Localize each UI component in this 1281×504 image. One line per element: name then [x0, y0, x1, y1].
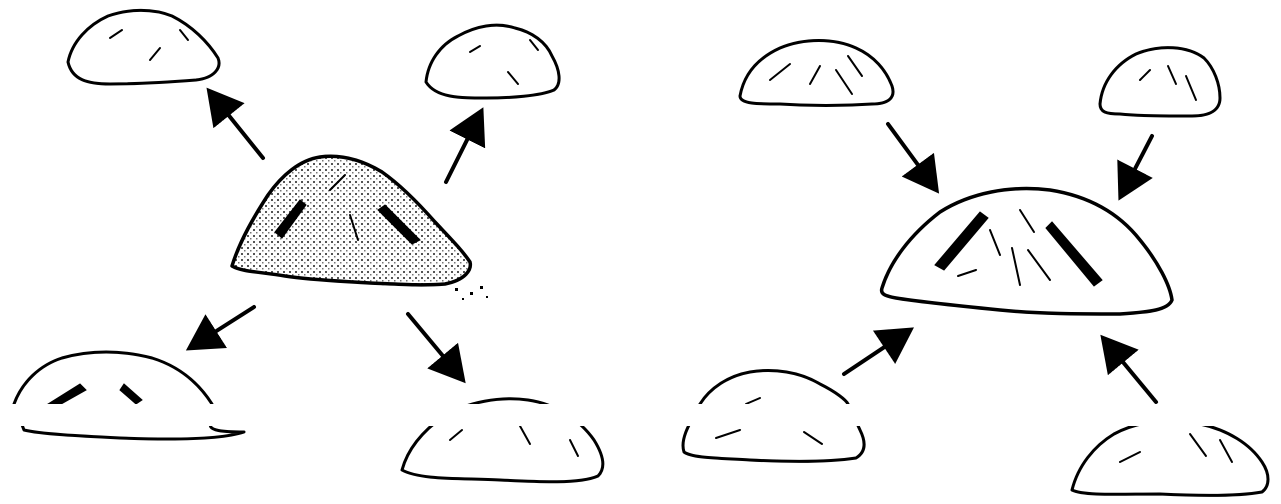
right-heap-top-right: [1100, 48, 1220, 116]
left-arrow-to-bottom-right: [408, 314, 458, 374]
left-heap-bottom-left: [14, 352, 244, 439]
left-arrow-to-top-right: [446, 118, 478, 182]
left-heap-top-left: [68, 10, 219, 84]
right-panel: [683, 41, 1268, 496]
left-center-speckle: [455, 286, 488, 300]
left-arrow-to-bottom-left: [196, 307, 254, 344]
right-heap-bottom-right: [1072, 421, 1268, 496]
left-heap-top-right: [426, 25, 559, 98]
right-center-heap: [882, 189, 1172, 314]
right-arrow-from-top-left: [888, 124, 932, 184]
right-arrow-from-top-right: [1124, 136, 1152, 190]
right-arrow-from-bottom-left: [844, 334, 904, 374]
right-heap-top-left: [740, 41, 893, 106]
right-arrow-from-bottom-right: [1108, 344, 1156, 402]
left-arrow-to-top-left: [214, 97, 263, 158]
scan-gap-band: [0, 404, 1281, 426]
